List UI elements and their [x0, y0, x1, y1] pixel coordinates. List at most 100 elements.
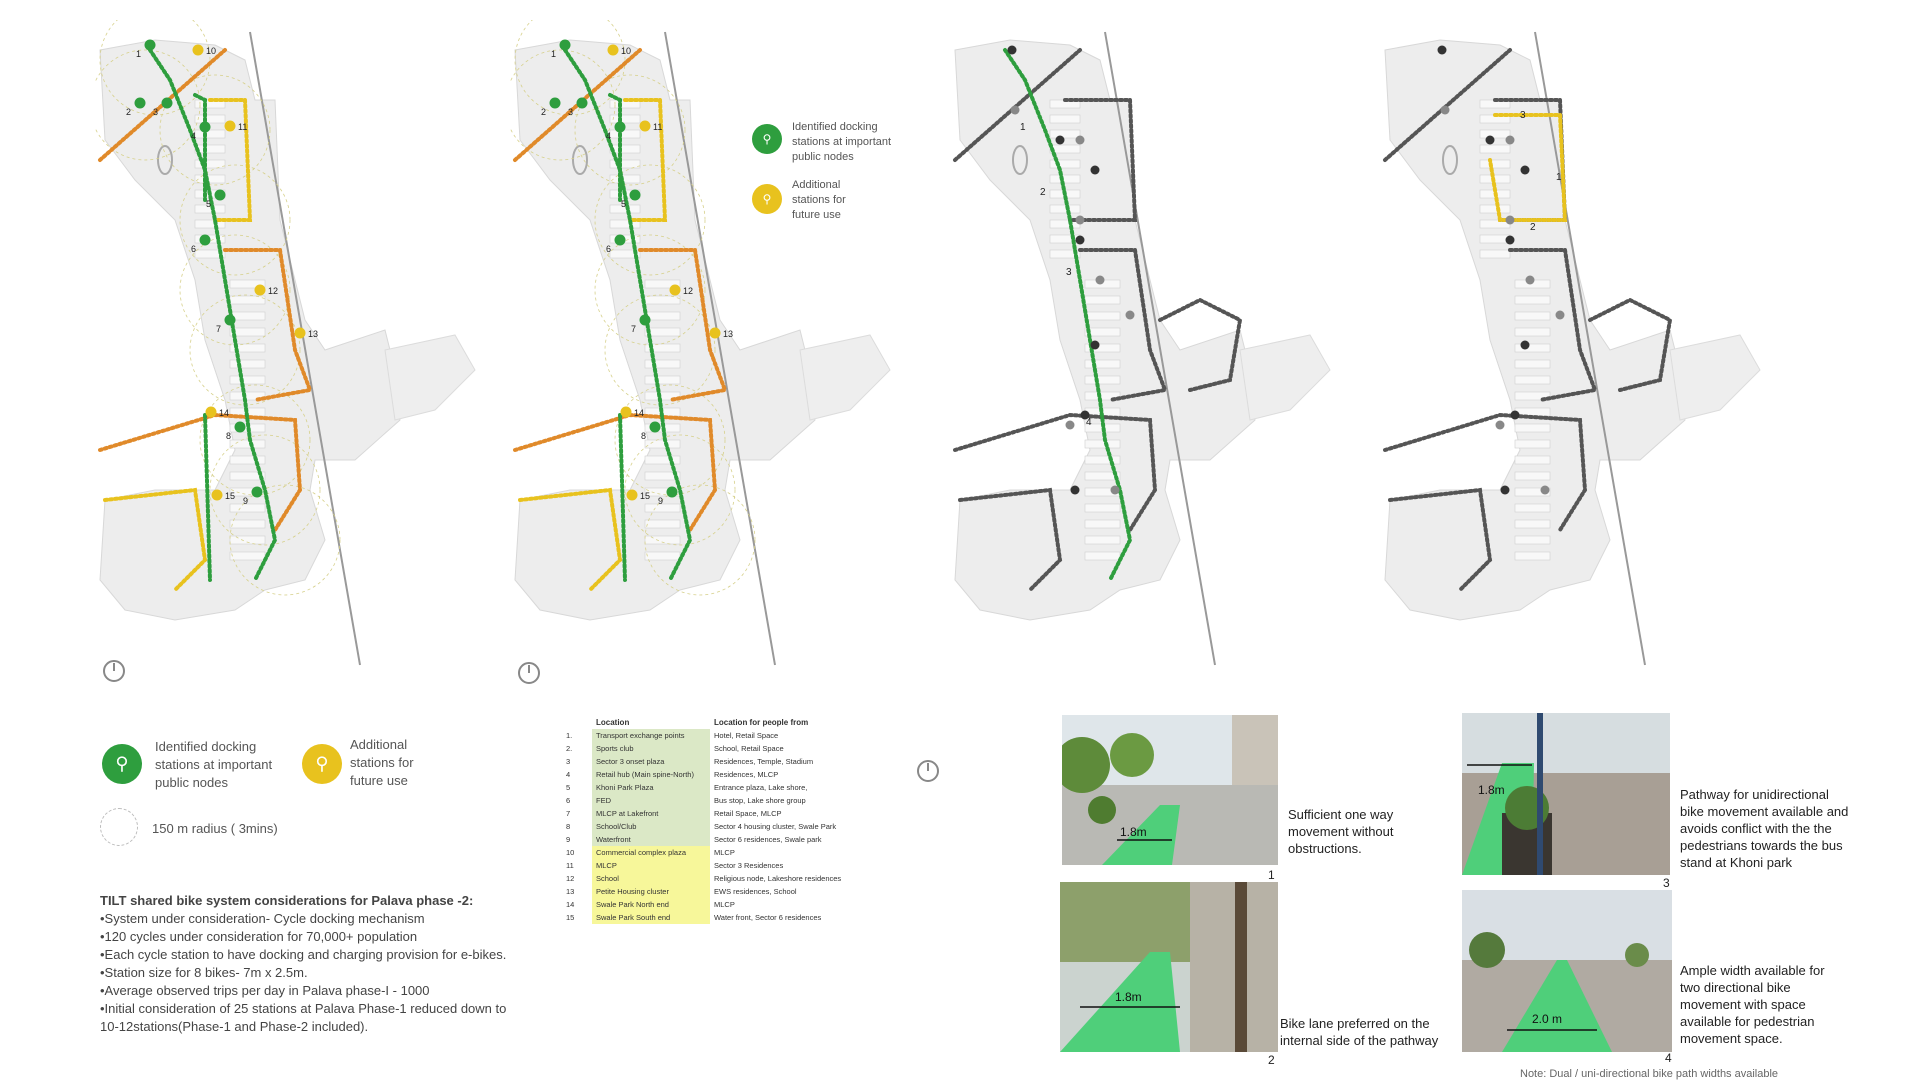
building-block: [229, 391, 266, 401]
building-block: [194, 174, 226, 184]
table-cell-num: 2.: [566, 744, 573, 753]
map-4-svg: 123: [1383, 31, 1761, 666]
station-label-15: 15: [640, 491, 650, 501]
notes-title: TILT shared bike system considerations f…: [100, 893, 474, 908]
building-block: [1084, 391, 1121, 401]
photo-2-width-label: 1.8m: [1115, 990, 1142, 1004]
station-grey: [1520, 165, 1530, 175]
station-label-14: 14: [219, 408, 229, 418]
bike-icon: ⚲: [115, 753, 129, 774]
route-grey: [953, 48, 1082, 162]
route-yellow: [623, 98, 668, 222]
building-block: [229, 535, 266, 545]
station-yellow-10: [192, 44, 204, 56]
panel2-legend-yellow-dot: ⚲: [752, 184, 782, 214]
bike-icon: ⚲: [762, 192, 772, 206]
table-cell-num: 10: [566, 848, 575, 857]
station-green-2: [134, 97, 146, 109]
segment-label-4: 4: [1086, 417, 1092, 428]
notes-lines: •System under consideration- Cycle docki…: [100, 910, 520, 1036]
table-cell-location: School/Club: [592, 820, 710, 833]
radius-circle: [514, 20, 626, 116]
table-cell-from: Sector 6 residences, Swale park: [714, 835, 822, 844]
station-grey: [1075, 135, 1085, 145]
building-block: [1514, 423, 1551, 433]
building-block: [609, 159, 641, 169]
station-grey: [1540, 485, 1550, 495]
notes-line: •120 cycles under consideration for 70,0…: [100, 929, 418, 944]
table-cell-location: School: [592, 872, 710, 885]
stadium-icon: [157, 145, 173, 175]
station-label-13: 13: [723, 329, 733, 339]
station-label-7: 7: [216, 324, 221, 334]
notes-line: •Each cycle station to have docking and …: [100, 947, 507, 962]
radius-circle: [510, 49, 616, 161]
route-orange: [98, 412, 303, 532]
building-block: [194, 219, 226, 229]
station-green-5: [214, 189, 226, 201]
route-yellow: [208, 98, 253, 222]
building-block: [1514, 375, 1551, 385]
station-grey: [1110, 485, 1120, 495]
route-grey: [1063, 98, 1138, 222]
route-grey: [1388, 487, 1493, 592]
station-grey: [1065, 420, 1075, 430]
building-block: [644, 519, 681, 529]
station-grey: [1095, 275, 1105, 285]
building-block: [229, 359, 266, 369]
photo-4-caption: Ample width available for two directiona…: [1680, 963, 1825, 1046]
photo-3-width-label: 1.8m: [1478, 783, 1505, 797]
highway-line: [1104, 31, 1216, 666]
table-cell-num: 11: [566, 861, 574, 870]
building-block: [194, 249, 226, 259]
building-block: [644, 471, 681, 481]
panel2-legend-additional: Additional stations for future use: [792, 179, 846, 221]
station-grey: [1525, 275, 1535, 285]
station-grey: [1505, 135, 1515, 145]
table-cell-location: MLCP: [592, 859, 710, 872]
table-cell-location: Waterfront: [592, 833, 710, 846]
table-cell-num: 6: [566, 796, 571, 805]
building-block: [609, 174, 641, 184]
building-block: [194, 159, 226, 169]
north-arrow-icon: [518, 662, 540, 684]
route-orange: [513, 412, 718, 532]
station-label-5: 5: [621, 199, 626, 209]
building-block: [1514, 391, 1551, 401]
building-block: [1084, 295, 1121, 305]
table-cell-num: 1.: [566, 731, 573, 740]
building-block: [644, 327, 681, 337]
building-block: [1514, 359, 1551, 369]
station-grey: [1495, 420, 1505, 430]
table-cell-from: Sector 3 Residences: [714, 861, 784, 870]
building-block: [1514, 551, 1551, 561]
building-block: [194, 144, 226, 154]
table-cell-location: MLCP at Lakefront: [592, 807, 710, 820]
station-green-4: [199, 121, 211, 133]
building-block: [1049, 174, 1081, 184]
table-cell-from: Entrance plaza, Lake shore,: [714, 783, 808, 792]
building-block: [1514, 327, 1551, 337]
table-cell-location: Petite Housing cluster: [592, 885, 710, 898]
station-grey: [1080, 410, 1090, 420]
route-yellow: [103, 487, 208, 592]
route-green: [618, 413, 627, 582]
table-cell-from: Bus stop, Lake shore group: [714, 796, 806, 805]
radius-circle: [99, 20, 211, 116]
segment-label-3: 3: [1066, 267, 1072, 278]
segment-label-1: 1: [1020, 122, 1026, 133]
building-block: [609, 204, 641, 214]
building-block: [609, 144, 641, 154]
highway-line: [664, 31, 776, 666]
station-label-12: 12: [268, 286, 278, 296]
station-label-6: 6: [191, 244, 196, 254]
building-block: [1084, 311, 1121, 321]
station-grey: [1505, 215, 1515, 225]
station-yellow-15: [211, 489, 223, 501]
building-block: [644, 295, 681, 305]
highway-line: [1534, 31, 1646, 666]
building-block: [194, 204, 226, 214]
